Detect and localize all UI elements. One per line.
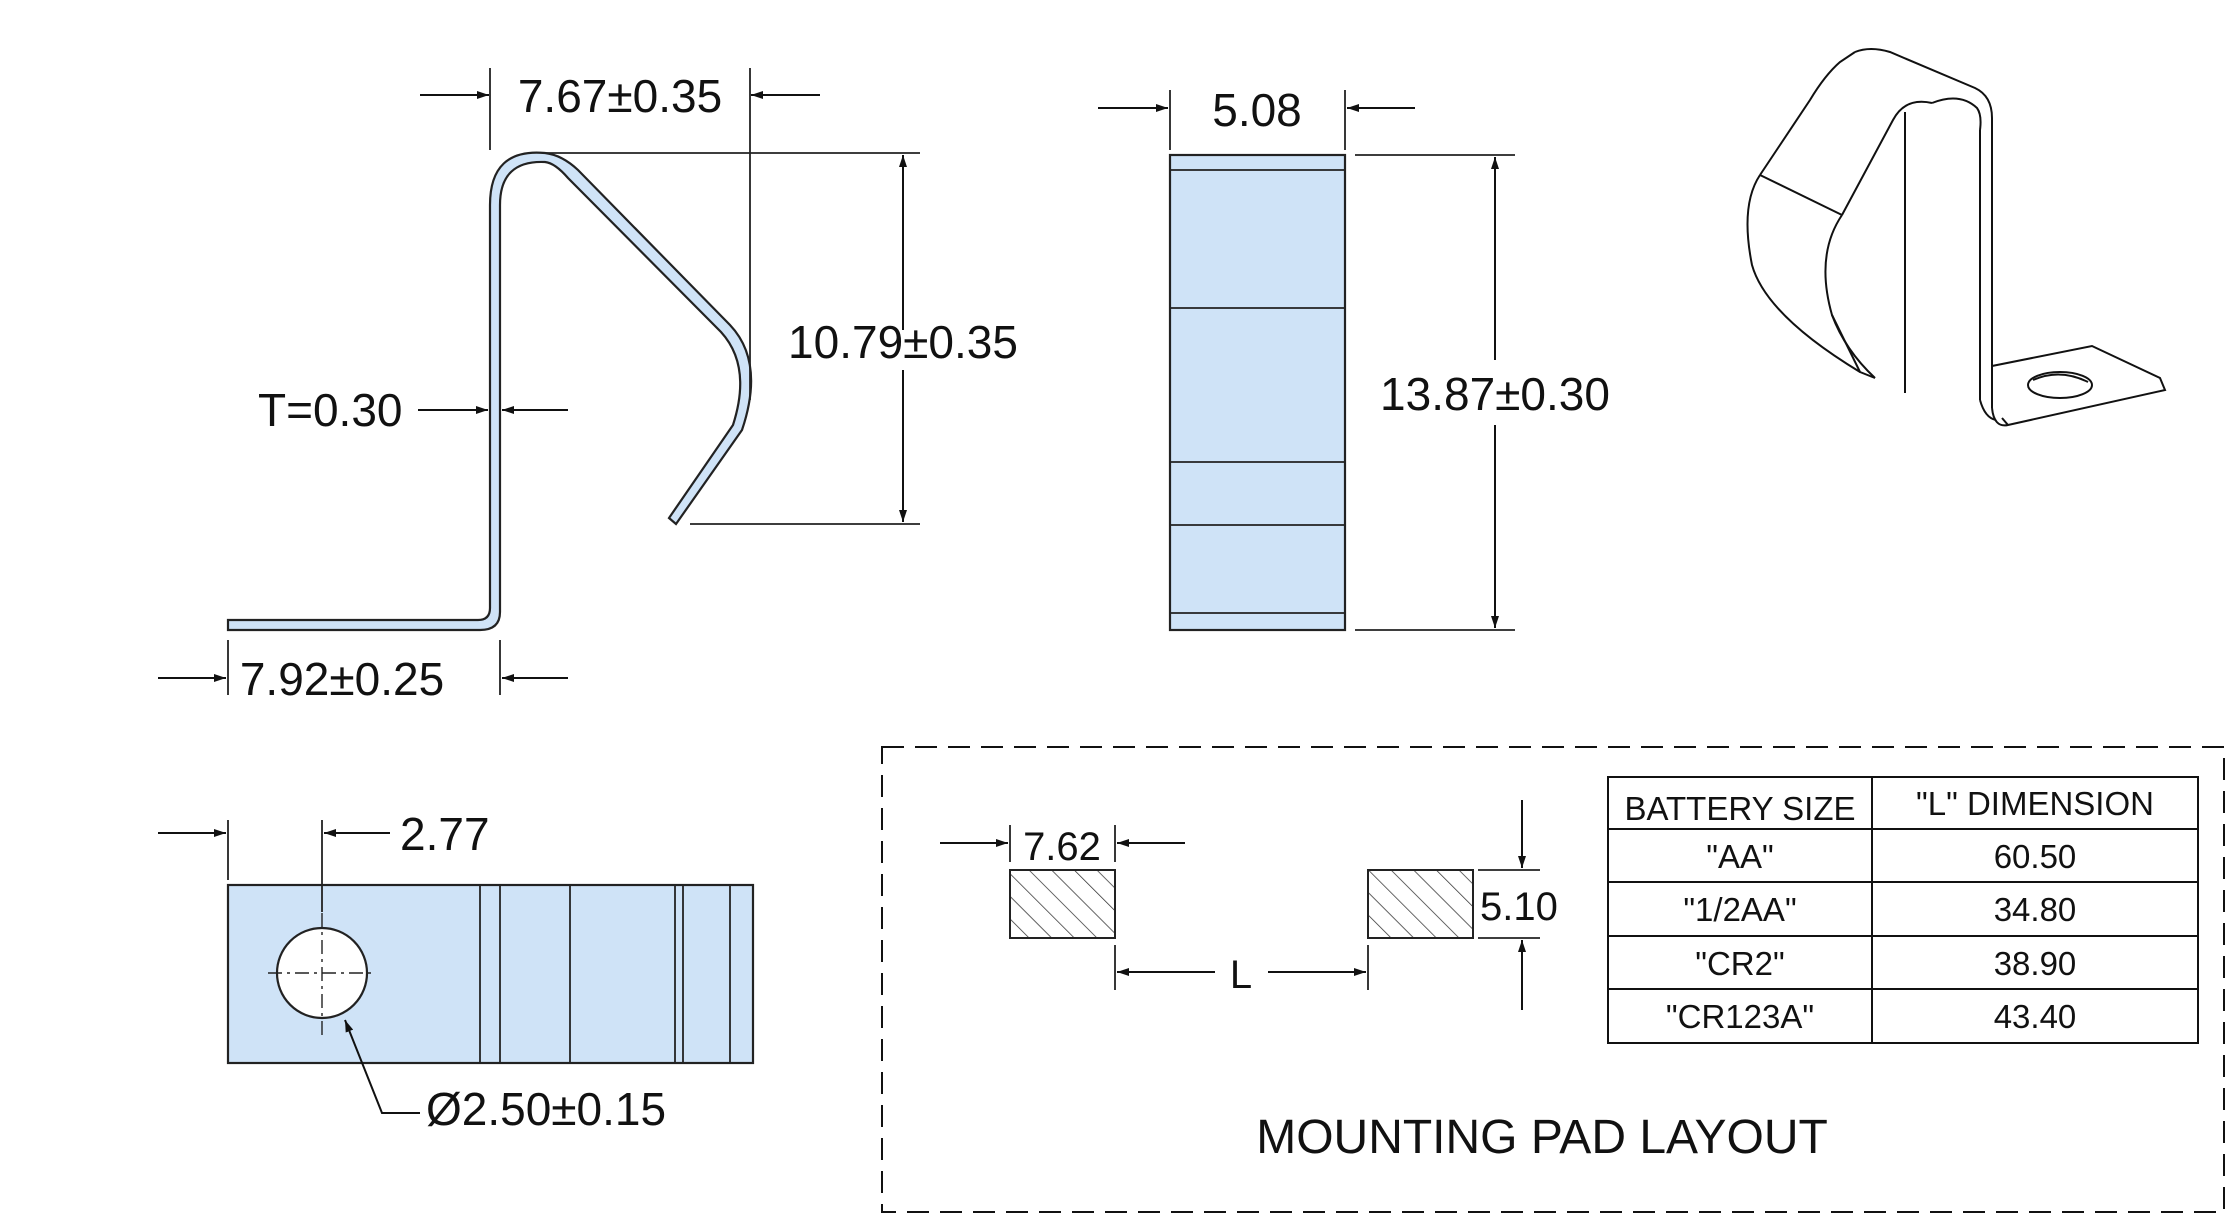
- table-cell: "CR123A": [1666, 998, 1814, 1035]
- dim-front-width: 5.08: [1212, 84, 1302, 136]
- mounting-pad-right: [1367, 869, 1474, 939]
- mounting-pad-left: [1009, 869, 1116, 939]
- table-cell: 43.40: [1994, 998, 2077, 1035]
- table-cell: "CR2": [1695, 945, 1784, 982]
- dim-front-height: 13.87±0.30: [1380, 368, 1610, 420]
- pad-layout-frame: [881, 746, 2225, 1213]
- dim-pad-height: 5.10: [1480, 885, 1558, 929]
- battery-size-table: BATTERY SIZE "L" DIMENSION "AA" 60.50 "1…: [1607, 776, 2199, 1044]
- front-view: 5.08 13.87±0.30: [1098, 84, 1610, 632]
- side-view: 7.67±0.35 10.79±0.35 T=0.30 7.92±0.25: [158, 68, 1018, 705]
- dim-thickness: T=0.30: [258, 384, 403, 436]
- table-cell: "1/2AA": [1683, 891, 1796, 928]
- spring-clip-profile: [226, 151, 753, 632]
- dim-pad-spacing: L: [1230, 953, 1252, 997]
- dim-base-length: 7.92±0.25: [240, 653, 444, 705]
- table-cell: 60.50: [1994, 838, 2077, 875]
- table-header-l-dimension: "L" DIMENSION: [1916, 785, 2154, 822]
- bottom-view: 2.77 Ø2.50±0.15: [158, 808, 755, 1135]
- table-cell: "AA": [1706, 838, 1773, 875]
- table-cell: 34.80: [1994, 891, 2077, 928]
- pad-layout-title: MOUNTING PAD LAYOUT: [1256, 1111, 1828, 1164]
- dim-pad-width: 7.62: [1023, 825, 1101, 869]
- table-header-battery-size: BATTERY SIZE: [1624, 790, 1855, 827]
- table-cell: 38.90: [1994, 945, 2077, 982]
- dim-hole-offset: 2.77: [400, 808, 490, 860]
- isometric-view: [1746, 48, 2167, 427]
- dim-hole-diameter: Ø2.50±0.15: [426, 1083, 666, 1135]
- dim-height: 10.79±0.35: [788, 316, 1018, 368]
- front-view-body: [1168, 153, 1347, 632]
- dim-top-width: 7.67±0.35: [518, 70, 722, 122]
- mounting-pad-layout: 7.62 5.10 L BATTERY SIZE "L" DIMENSION "…: [881, 746, 2225, 1213]
